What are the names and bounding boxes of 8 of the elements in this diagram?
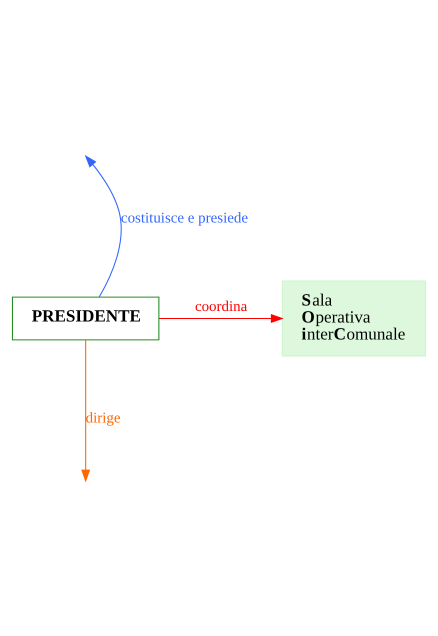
arrow — [84, 154, 122, 297]
arrow — [81, 340, 90, 482]
node-box: Sala Operativa interComunale — [282, 280, 426, 356]
edge-label: costituisce e presiede — [120, 210, 248, 226]
edge-label: dirige — [86, 410, 121, 426]
edge-label: coordina — [194, 298, 248, 315]
node-box: PRESIDENTE — [12, 296, 160, 340]
arrow — [158, 314, 284, 322]
